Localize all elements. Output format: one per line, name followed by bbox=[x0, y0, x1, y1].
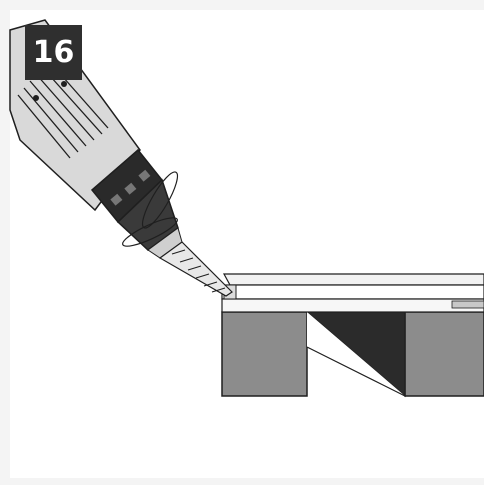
left-support-block bbox=[221, 311, 308, 397]
center-shadow-face bbox=[307, 312, 405, 396]
support-blocks bbox=[221, 311, 484, 398]
board-edge-strip bbox=[451, 300, 484, 309]
cordless-drill-icon bbox=[9, 19, 233, 297]
board-front-edge bbox=[221, 284, 484, 300]
board-lower-layer bbox=[221, 298, 484, 313]
board-top-face bbox=[222, 273, 484, 286]
right-support-block bbox=[404, 311, 484, 397]
step-number: 16 bbox=[32, 35, 75, 70]
step-number-badge: 16 bbox=[25, 25, 82, 80]
rotation-arrow-icon bbox=[122, 171, 179, 247]
drill-bit bbox=[158, 241, 233, 297]
wooden-board bbox=[221, 273, 484, 313]
